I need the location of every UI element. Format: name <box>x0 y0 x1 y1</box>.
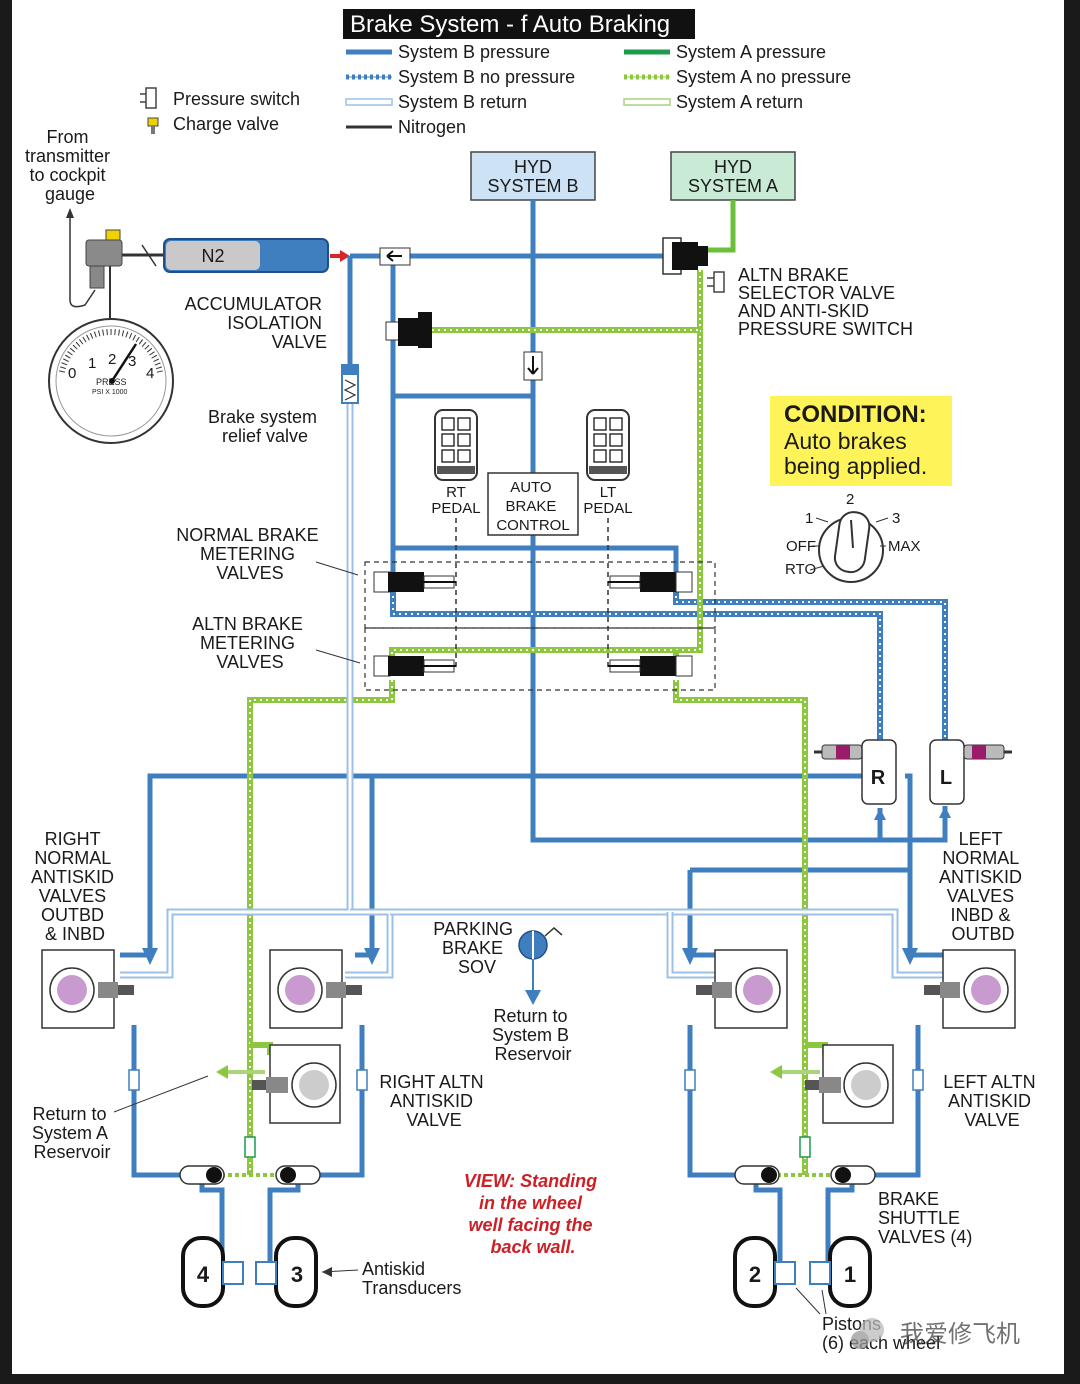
left-normal-antiskid-label: LEFT NORMAL ANTISKID VALVES INBD & OUTBD <box>939 829 1027 944</box>
right-altn-antiskid-valve <box>252 1044 341 1124</box>
svg-text:2: 2 <box>846 491 854 508</box>
watermark-text: 我爱修飞机 <box>900 1321 1020 1348</box>
svg-text:3: 3 <box>128 353 136 370</box>
check-valve-b <box>379 247 411 266</box>
accumulator-isolation-valve <box>385 312 432 348</box>
antiskid-transducers-label: Antiskid Transducers <box>362 1259 461 1298</box>
view-note: VIEW: Standing in the wheel well facing … <box>464 1171 602 1257</box>
pressure-transmitter <box>85 229 123 289</box>
lt-pedal <box>586 409 630 481</box>
parking-brake-label: PARKING BRAKE SOV <box>433 919 518 977</box>
right-normal-antiskid-outbd <box>41 949 134 1029</box>
normal-metering-label: NORMAL BRAKE METERING VALVES <box>176 525 323 583</box>
relief-valve-label: Brake system relief valve <box>208 407 322 446</box>
watermark: 我爱修飞机 <box>851 1318 1020 1349</box>
altn-selector-label: ALTN BRAKE SELECTOR VALVE AND ANTI-SKID … <box>738 265 913 339</box>
condition-line-2: being applied. <box>784 453 927 479</box>
pressure-switch-icon <box>140 87 157 109</box>
anti-skid-pressure-switch-icon <box>707 271 725 293</box>
svg-text:PSI X 1000: PSI X 1000 <box>92 389 128 396</box>
return-a-label: Return to System A Reservoir <box>32 1104 112 1162</box>
svg-text:3: 3 <box>291 1262 303 1287</box>
normal-metering-valves <box>373 571 693 593</box>
svg-text:2: 2 <box>108 351 116 368</box>
legend-a-return: System A return <box>676 92 803 112</box>
legend-pressure-switch: Pressure switch <box>173 89 300 109</box>
brake-schematic: Brake System - f Auto Braking System B p… <box>25 9 1040 1353</box>
left-altn-antiskid-valve <box>805 1044 894 1124</box>
legend-a-no-pressure: System A no pressure <box>676 67 851 87</box>
left-normal-antiskid-inbd <box>696 949 788 1029</box>
legend-b-return: System B return <box>398 92 527 112</box>
system-b-return-lines <box>120 400 945 979</box>
svg-text:RTO: RTO <box>785 561 816 578</box>
legend-charge-valve: Charge valve <box>173 114 279 134</box>
legend-b-pressure: System B pressure <box>398 42 550 62</box>
brake-shuttle-valves <box>179 1165 876 1185</box>
shuttle-valves-label: BRAKE SHUTTLE VALVES (4) <box>878 1189 972 1247</box>
title-bar <box>343 9 695 39</box>
right-normal-antiskid-label: RIGHT NORMAL ANTISKID VALVES OUTBD & INB… <box>31 829 119 944</box>
right-normal-antiskid-inbd <box>269 949 362 1029</box>
accumulator-label: ACCUMULATOR ISOLATION VALVE <box>185 294 327 352</box>
check-valve-center <box>523 351 543 381</box>
charge-valve-icon <box>147 117 159 134</box>
diagram-sheet: Brake System - f Auto Braking System B p… <box>12 0 1064 1374</box>
from-transmitter-label: From transmitter to cockpit gauge <box>25 127 115 204</box>
legend-nitrogen: Nitrogen <box>398 117 466 137</box>
altn-metering-valves <box>373 655 693 677</box>
altn-metering-label: ALTN BRAKE METERING VALVES <box>192 614 308 672</box>
svg-text:0: 0 <box>68 365 76 382</box>
condition-line-1: Auto brakes <box>784 428 907 454</box>
n2-label: N2 <box>201 246 224 266</box>
altn-brake-selector-valve <box>662 237 708 275</box>
brake-relief-valve <box>341 364 359 404</box>
svg-text:MAX: MAX <box>888 538 921 555</box>
svg-text:1: 1 <box>844 1262 856 1287</box>
condition-box: CONDITION: Auto brakes being applied. <box>770 396 952 486</box>
svg-text:OFF: OFF <box>786 538 816 555</box>
wheel-2: 2 <box>733 1236 796 1308</box>
right-altn-antiskid-label: RIGHT ALTN ANTISKID VALVE <box>379 1072 488 1130</box>
svg-text:AUTO BRAKE CONTROL: AUTO BRAKE CONTROL <box>496 479 569 534</box>
hydraulic-fuses <box>128 1069 924 1158</box>
svg-text:3: 3 <box>892 510 900 527</box>
svg-text:4: 4 <box>197 1262 210 1287</box>
autobrake-valve-r: R <box>814 739 897 805</box>
nitrogen-accumulator: N2 <box>163 238 329 273</box>
autobrake-valve-l: L <box>929 739 1012 805</box>
svg-text:2: 2 <box>749 1262 761 1287</box>
wheel-3: 3 <box>255 1236 318 1308</box>
system-a-pressure-line <box>705 200 736 253</box>
condition-heading: CONDITION: <box>784 401 927 428</box>
svg-text:4: 4 <box>146 365 154 382</box>
diagram-title: Brake System - f Auto Braking <box>350 11 670 38</box>
legend-b-no-pressure: System B no pressure <box>398 67 575 87</box>
left-altn-antiskid-label: LEFT ALTN ANTISKID VALVE <box>943 1072 1040 1130</box>
wheel-1: 1 <box>809 1236 872 1308</box>
wheel-4: 4 <box>181 1236 244 1308</box>
left-normal-antiskid-outbd <box>924 949 1016 1029</box>
parking-brake-sov <box>518 927 563 960</box>
legend-a-pressure: System A pressure <box>676 42 826 62</box>
system-b-no-pressure-lines <box>390 590 948 740</box>
return-b-label: Return to System B Reservoir <box>492 1006 574 1064</box>
autobrake-selector-knob: 2 1 3 OFF MAX RTO <box>785 491 921 583</box>
pressure-gauge: 0 1 2 3 4 PRESS PSI X 1000 <box>48 318 174 444</box>
auto-brake-control-box: AUTO BRAKE CONTROL <box>487 472 579 536</box>
rt-pedal <box>434 409 478 481</box>
svg-text:1: 1 <box>88 355 96 372</box>
svg-text:1: 1 <box>805 510 813 527</box>
svg-text:R: R <box>871 767 886 789</box>
metering-valve-groups <box>364 561 716 691</box>
legend: System B pressure System B no pressure S… <box>140 42 851 137</box>
svg-text:L: L <box>940 767 952 789</box>
